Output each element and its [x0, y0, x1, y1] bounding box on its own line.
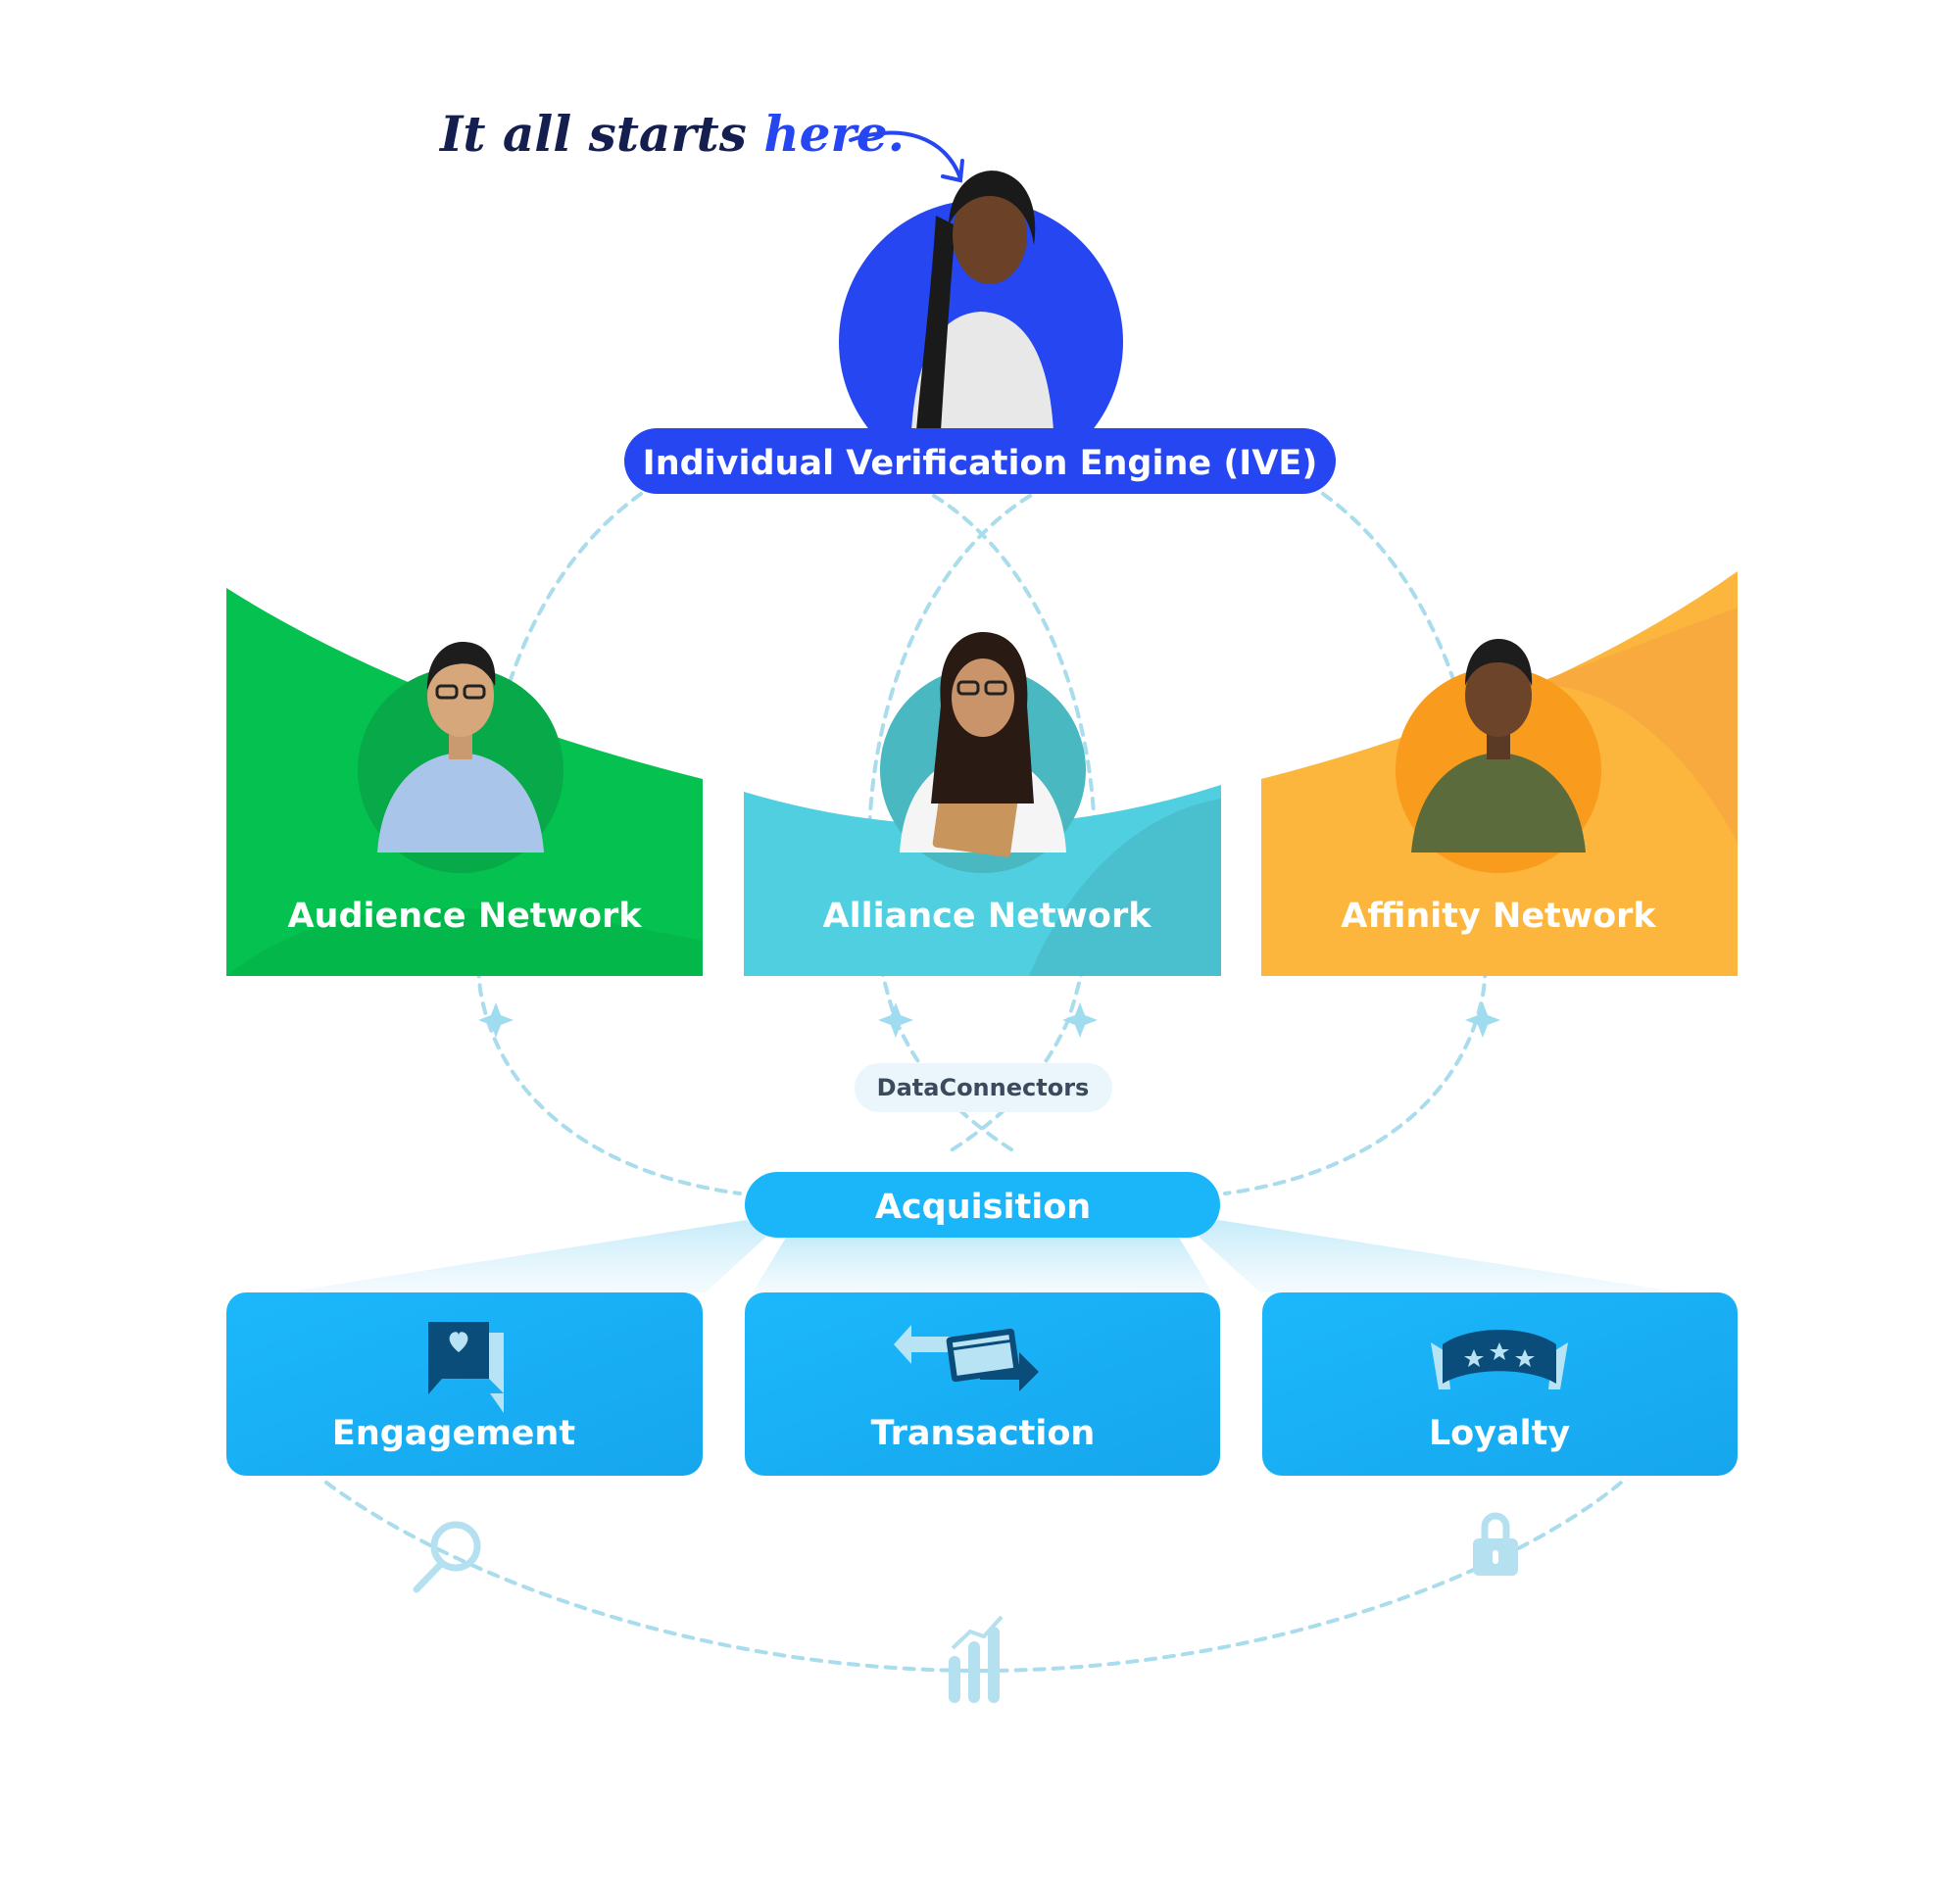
- curved-arrow-icon: [849, 130, 964, 183]
- outcome-label: Loyalty: [1429, 1414, 1571, 1453]
- outcome-label: Transaction: [871, 1414, 1096, 1453]
- dataconnectors-pill: DataConnectors: [855, 1063, 1112, 1112]
- outcome-card-engagement[interactable]: Engagement: [226, 1292, 703, 1476]
- caption-prefix: It all starts: [438, 105, 763, 163]
- ive-title: Individual Verification Engine (IVE): [643, 444, 1318, 483]
- outcome-label: Engagement: [332, 1414, 575, 1453]
- bar-chart-icon: [949, 1615, 1004, 1703]
- caption-text: It all starts here.: [438, 105, 905, 163]
- ive-title-pill[interactable]: Individual Verification Engine (IVE): [624, 428, 1336, 494]
- affinity-avatar: [1411, 639, 1586, 853]
- lock-icon: [1473, 1512, 1518, 1576]
- network-card-affinity[interactable]: Affinity Network: [1261, 571, 1738, 976]
- acquisition-label: Acquisition: [875, 1188, 1091, 1227]
- acquisition-pill[interactable]: Acquisition: [745, 1172, 1220, 1238]
- chat-heart-icon: [428, 1322, 504, 1413]
- network-label: Alliance Network: [823, 897, 1152, 936]
- sparkle-icon: [1465, 1002, 1500, 1038]
- network-card-alliance[interactable]: Alliance Network: [744, 632, 1221, 976]
- sparkle-icon: [878, 1002, 913, 1038]
- sparkle-icons: [478, 1002, 1500, 1038]
- audience-avatar: [377, 642, 544, 853]
- dataconnectors-label: DataConnectors: [877, 1074, 1090, 1101]
- acquisition-fans: [284, 1220, 1681, 1292]
- star-banner-icon: [1431, 1330, 1568, 1389]
- outcome-card-loyalty[interactable]: Loyalty: [1262, 1292, 1738, 1476]
- network-label: Audience Network: [287, 897, 642, 936]
- outcome-card-transaction[interactable]: Transaction: [745, 1292, 1220, 1476]
- sparkle-icon: [1062, 1002, 1098, 1038]
- card-transfer-icon: [894, 1325, 1039, 1391]
- alliance-avatar: [900, 632, 1066, 857]
- magnifier-icon: [413, 1521, 481, 1593]
- network-label: Affinity Network: [1341, 897, 1656, 936]
- network-card-audience[interactable]: Audience Network: [226, 588, 703, 976]
- sparkle-icon: [478, 1002, 514, 1038]
- ive-avatar: [839, 171, 1123, 431]
